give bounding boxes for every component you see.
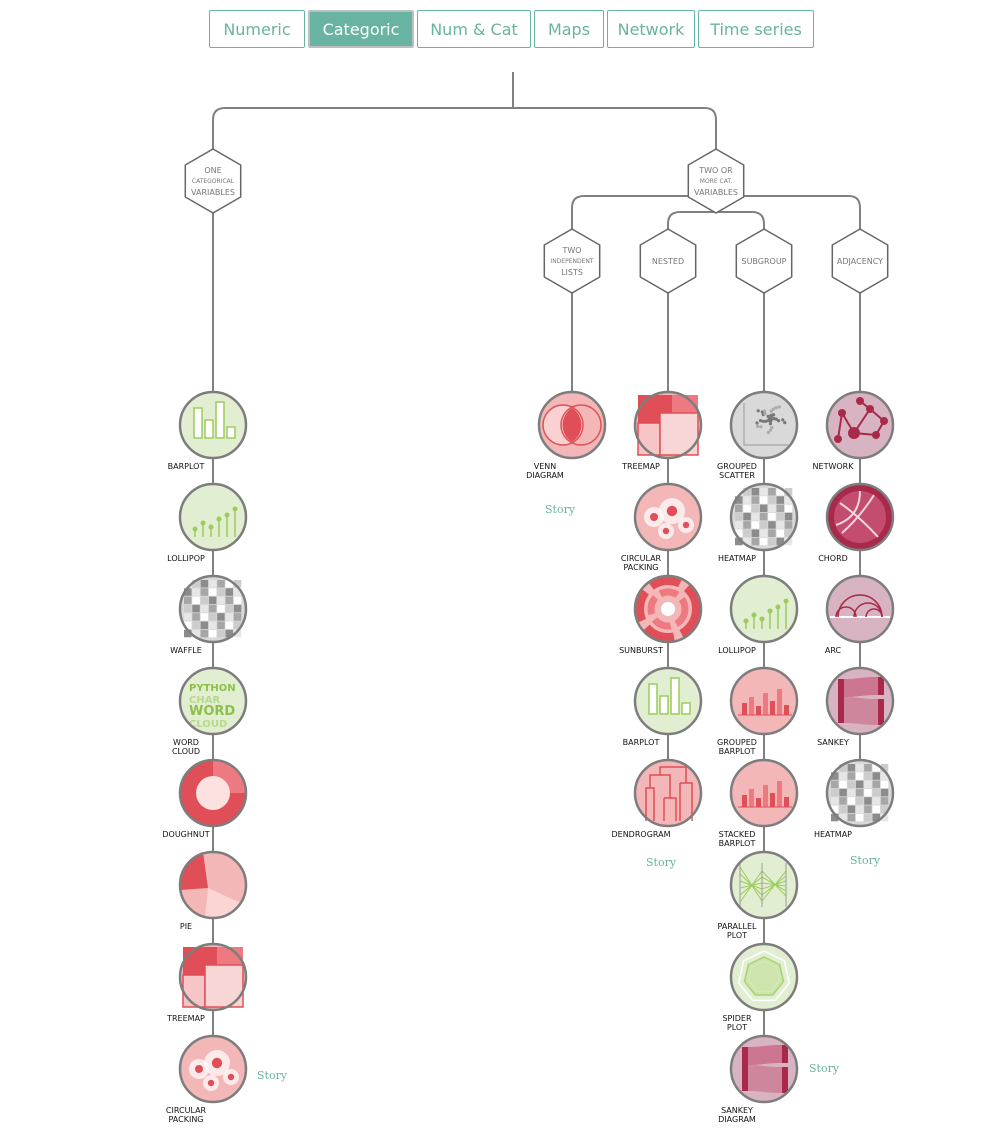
chart-node-label: DENDROGRAM [611,830,671,839]
hexagon-label-line: SUBGROUP [741,256,787,266]
chart-node-one-cat-treemap[interactable] [178,942,248,1012]
chart-node-label: DOUGHNUT [162,830,210,839]
hexagon-adjacency [831,228,889,294]
chart-node-label: ARC [824,646,842,655]
chart-node-label: SANKEY DIAGRAM [718,1106,756,1124]
chart-node-subgroup-lollipop[interactable] [729,574,799,644]
chart-node-label: TREEMAP [167,1014,205,1023]
chart-node-two-lists-venn-diagram[interactable] [537,390,607,460]
hexagon-label-line: MORE CAT. [699,177,733,185]
hexagon-label-line: CATEGORICAL [191,177,235,185]
chart-node-one-cat-doughnut[interactable] [178,758,248,828]
chart-node-label: LOLLIPOP [167,554,205,563]
chart-node-subgroup-spider-plot[interactable] [729,942,799,1012]
tab-maps[interactable]: Maps [534,10,604,48]
hexagon-one-cat [184,148,242,214]
chart-node-label: BARPLOT [167,462,205,471]
svg-text:CHAR: CHAR [189,695,220,706]
hexagon-label-line: INDEPENDENT [550,257,594,265]
chart-node-label: SANKEY [817,738,849,747]
hexagon-label-nested: NESTED [638,256,698,267]
chart-node-adjacency-chord[interactable] [825,482,895,552]
chart-node-label: BARPLOT [622,738,660,747]
chart-node-adjacency-heatmap[interactable] [825,758,895,828]
chart-node-label: WORD CLOUD [171,738,201,756]
chart-node-label: VENN DIAGRAM [526,462,564,480]
chart-node-nested-sunburst[interactable] [633,574,703,644]
chart-node-label: CIRCULAR PACKING [165,1106,207,1124]
chart-node-subgroup-grouped-barplot[interactable] [729,666,799,736]
hexagon-label-line: VARIABLES [694,187,738,197]
chart-node-label: CIRCULAR PACKING [620,554,662,572]
hexagon-label-subgroup: SUBGROUP [734,256,794,267]
chart-node-one-cat-pie[interactable] [178,850,248,920]
chart-node-subgroup-parallel-plot[interactable] [729,850,799,920]
chart-node-subgroup-heatmap[interactable] [729,482,799,552]
chart-node-nested-dendrogram[interactable] [633,758,703,828]
tab-categoric[interactable]: Categoric [308,10,414,48]
hexagon-label-line: TWO OR [699,165,733,175]
chart-node-adjacency-network[interactable] [825,390,895,460]
chart-node-subgroup-stacked-barplot[interactable] [729,758,799,828]
chart-node-label: GROUPED BARPLOT [717,738,757,756]
story-link[interactable]: Story [850,854,881,867]
chart-node-label: HEATMAP [717,554,756,563]
chart-node-label: PIE [179,922,193,931]
hexagon-label-adjacency: ADJACENCY [830,256,890,267]
hexagon-label-two-cat: TWO OR MORE CAT. VARIABLES [686,165,746,198]
story-link[interactable]: Story [545,503,576,516]
story-link[interactable]: Story [809,1062,840,1075]
chart-node-label: SPIDER PLOT [722,1014,752,1032]
story-link[interactable]: Story [646,856,677,869]
root-connector [212,72,717,160]
svg-text:PYTHON: PYTHON [189,683,236,694]
chart-node-label: CHORD [818,554,848,563]
story-link[interactable]: Story [257,1069,288,1082]
chart-node-label: TREEMAP [622,462,660,471]
hexagon-subgroup [735,228,793,294]
tab-network[interactable]: Network [607,10,695,48]
hexagon-label-line: VARIABLES [191,187,235,197]
hexagon-label-line: NESTED [651,256,685,266]
chart-node-one-cat-barplot[interactable] [178,390,248,460]
hexagon-two-lists [543,228,601,294]
chart-node-label: SUNBURST [619,646,663,655]
chart-node-nested-circular-packing[interactable] [633,482,703,552]
chart-node-label: STACKED BARPLOT [718,830,756,848]
tab-numeric[interactable]: Numeric [209,10,305,48]
chart-node-label: WAFFLE [170,646,202,655]
hexagon-two-cat [687,148,745,214]
hexagon-label-one-cat: ONE CATEGORICAL VARIABLES [183,165,243,198]
hexagon-label-two-lists: TWO INDEPENDENT LISTS [542,245,602,278]
chart-node-one-cat-circular-packing[interactable] [178,1034,248,1104]
hexagon-nested [639,228,697,294]
tab-time-series[interactable]: Time series [698,10,814,48]
chart-node-adjacency-arc[interactable] [825,574,895,644]
chart-node-label: HEATMAP [813,830,852,839]
chart-node-one-cat-waffle[interactable] [178,574,248,644]
hexagon-label-line: LISTS [561,267,583,277]
chart-node-adjacency-sankey[interactable] [825,666,895,736]
tab-num-cat[interactable]: Num & Cat [417,10,531,48]
chart-node-label: GROUPED SCATTER [717,462,757,480]
svg-text:CLOUD: CLOUD [189,719,227,730]
chart-node-label: PARALLEL PLOT [717,922,757,940]
hexagon-label-line: TWO [562,245,582,255]
chart-node-subgroup-grouped-scatter[interactable] [729,390,799,460]
chart-node-label: NETWORK [812,462,854,471]
chart-node-nested-barplot[interactable] [633,666,703,736]
nested-subgroup-connector [667,211,765,232]
hexagon-label-line: ONE [204,165,222,175]
chart-node-subgroup-sankey-diagram[interactable] [729,1034,799,1104]
svg-text:WORD: WORD [189,704,235,719]
chart-node-one-cat-lollipop[interactable] [178,482,248,552]
hexagon-label-line: ADJACENCY [836,256,884,266]
chart-node-label: LOLLIPOP [718,646,756,655]
chart-node-nested-treemap[interactable] [633,390,703,460]
